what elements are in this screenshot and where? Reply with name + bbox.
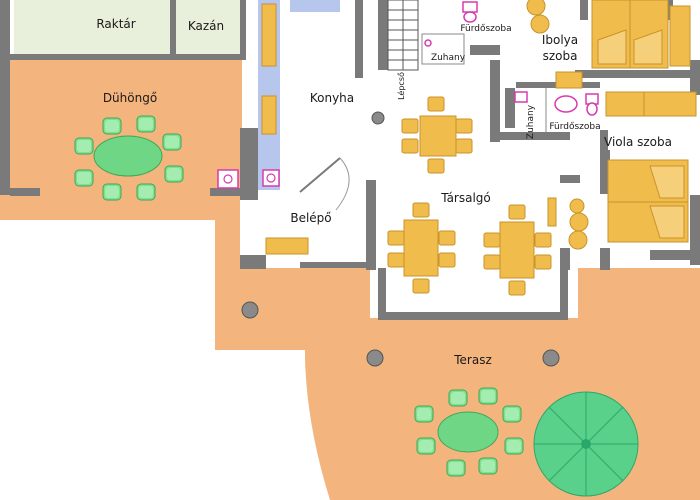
- label-furdo1: Fürdőszoba: [460, 24, 511, 34]
- washbasin-icon: [554, 95, 578, 113]
- label-lepcso: Lépcső: [396, 72, 406, 100]
- label-tarsalgo: Társalgó: [440, 191, 491, 205]
- label-furdo2: Fürdőszoba: [549, 122, 600, 132]
- kitchen-cabinets-2: [261, 95, 277, 135]
- column-4: [371, 111, 385, 125]
- viola-stool-1: [569, 212, 589, 232]
- raktar-floor: [14, 0, 172, 56]
- ibolya-stool-1: [526, 0, 546, 16]
- label-zuhany2: Zuhany: [526, 104, 536, 139]
- viola-bed-fold-1: [649, 165, 685, 199]
- ibolya-stool-2: [530, 14, 550, 34]
- staircase: [387, 0, 419, 71]
- label-duhongo: Dühöngő: [103, 91, 157, 105]
- ibolya-bed-fold-2: [633, 29, 663, 65]
- shower-drain-icon: [424, 39, 432, 47]
- toilet-icon: [462, 1, 478, 13]
- shower2-icon: [514, 91, 528, 103]
- label-ibolya-1: Ibolya: [542, 33, 578, 47]
- toilet2-bowl-icon: [586, 102, 598, 116]
- fridge: [290, 0, 340, 12]
- kitchen-cabinets: [261, 3, 277, 67]
- lounge-side-table: [547, 197, 557, 227]
- label-terasz: Terasz: [453, 353, 492, 367]
- sink-icon: [262, 169, 280, 187]
- entrance-door-line: [299, 157, 341, 193]
- umbrella-icon: [533, 391, 639, 497]
- column-2: [366, 349, 384, 367]
- column-1: [241, 301, 259, 319]
- shower-icon: [421, 33, 465, 65]
- duhongo-sink-drain-icon: [223, 174, 233, 184]
- entrance-bench: [265, 237, 309, 255]
- viola-wardrobe: [605, 91, 697, 117]
- entrance-door-arc: [335, 157, 350, 211]
- column-3: [542, 349, 560, 367]
- toilet-bowl-icon: [463, 11, 477, 23]
- ibolya-desk: [555, 71, 583, 89]
- lounge-table-2: [483, 204, 552, 296]
- kitchen-dining-set: [401, 96, 473, 174]
- label-konyha: Konyha: [310, 91, 354, 105]
- duhongo-sink-icon: [217, 169, 239, 189]
- viola-stool-3: [569, 198, 585, 214]
- label-zuhany1: Zuhany: [431, 53, 466, 63]
- duhongo-table-set: [74, 115, 184, 201]
- sink-drain-icon: [266, 173, 276, 183]
- walls: [0, 0, 700, 320]
- label-kazan: Kazán: [188, 19, 224, 33]
- ibolya-bed-fold-1: [597, 29, 627, 65]
- lounge-table-1: [387, 202, 456, 294]
- label-belepo: Belépő: [290, 211, 331, 225]
- terrace-table-set: [414, 387, 524, 477]
- label-ibolya-2: szoba: [543, 49, 578, 63]
- ibolya-nightstand: [669, 5, 691, 67]
- kazan-floor: [176, 0, 240, 56]
- label-viola: Viola szoba: [604, 135, 672, 149]
- viola-stool-2: [568, 230, 588, 250]
- label-raktar: Raktár: [96, 17, 135, 31]
- viola-bed-fold-2: [649, 205, 685, 239]
